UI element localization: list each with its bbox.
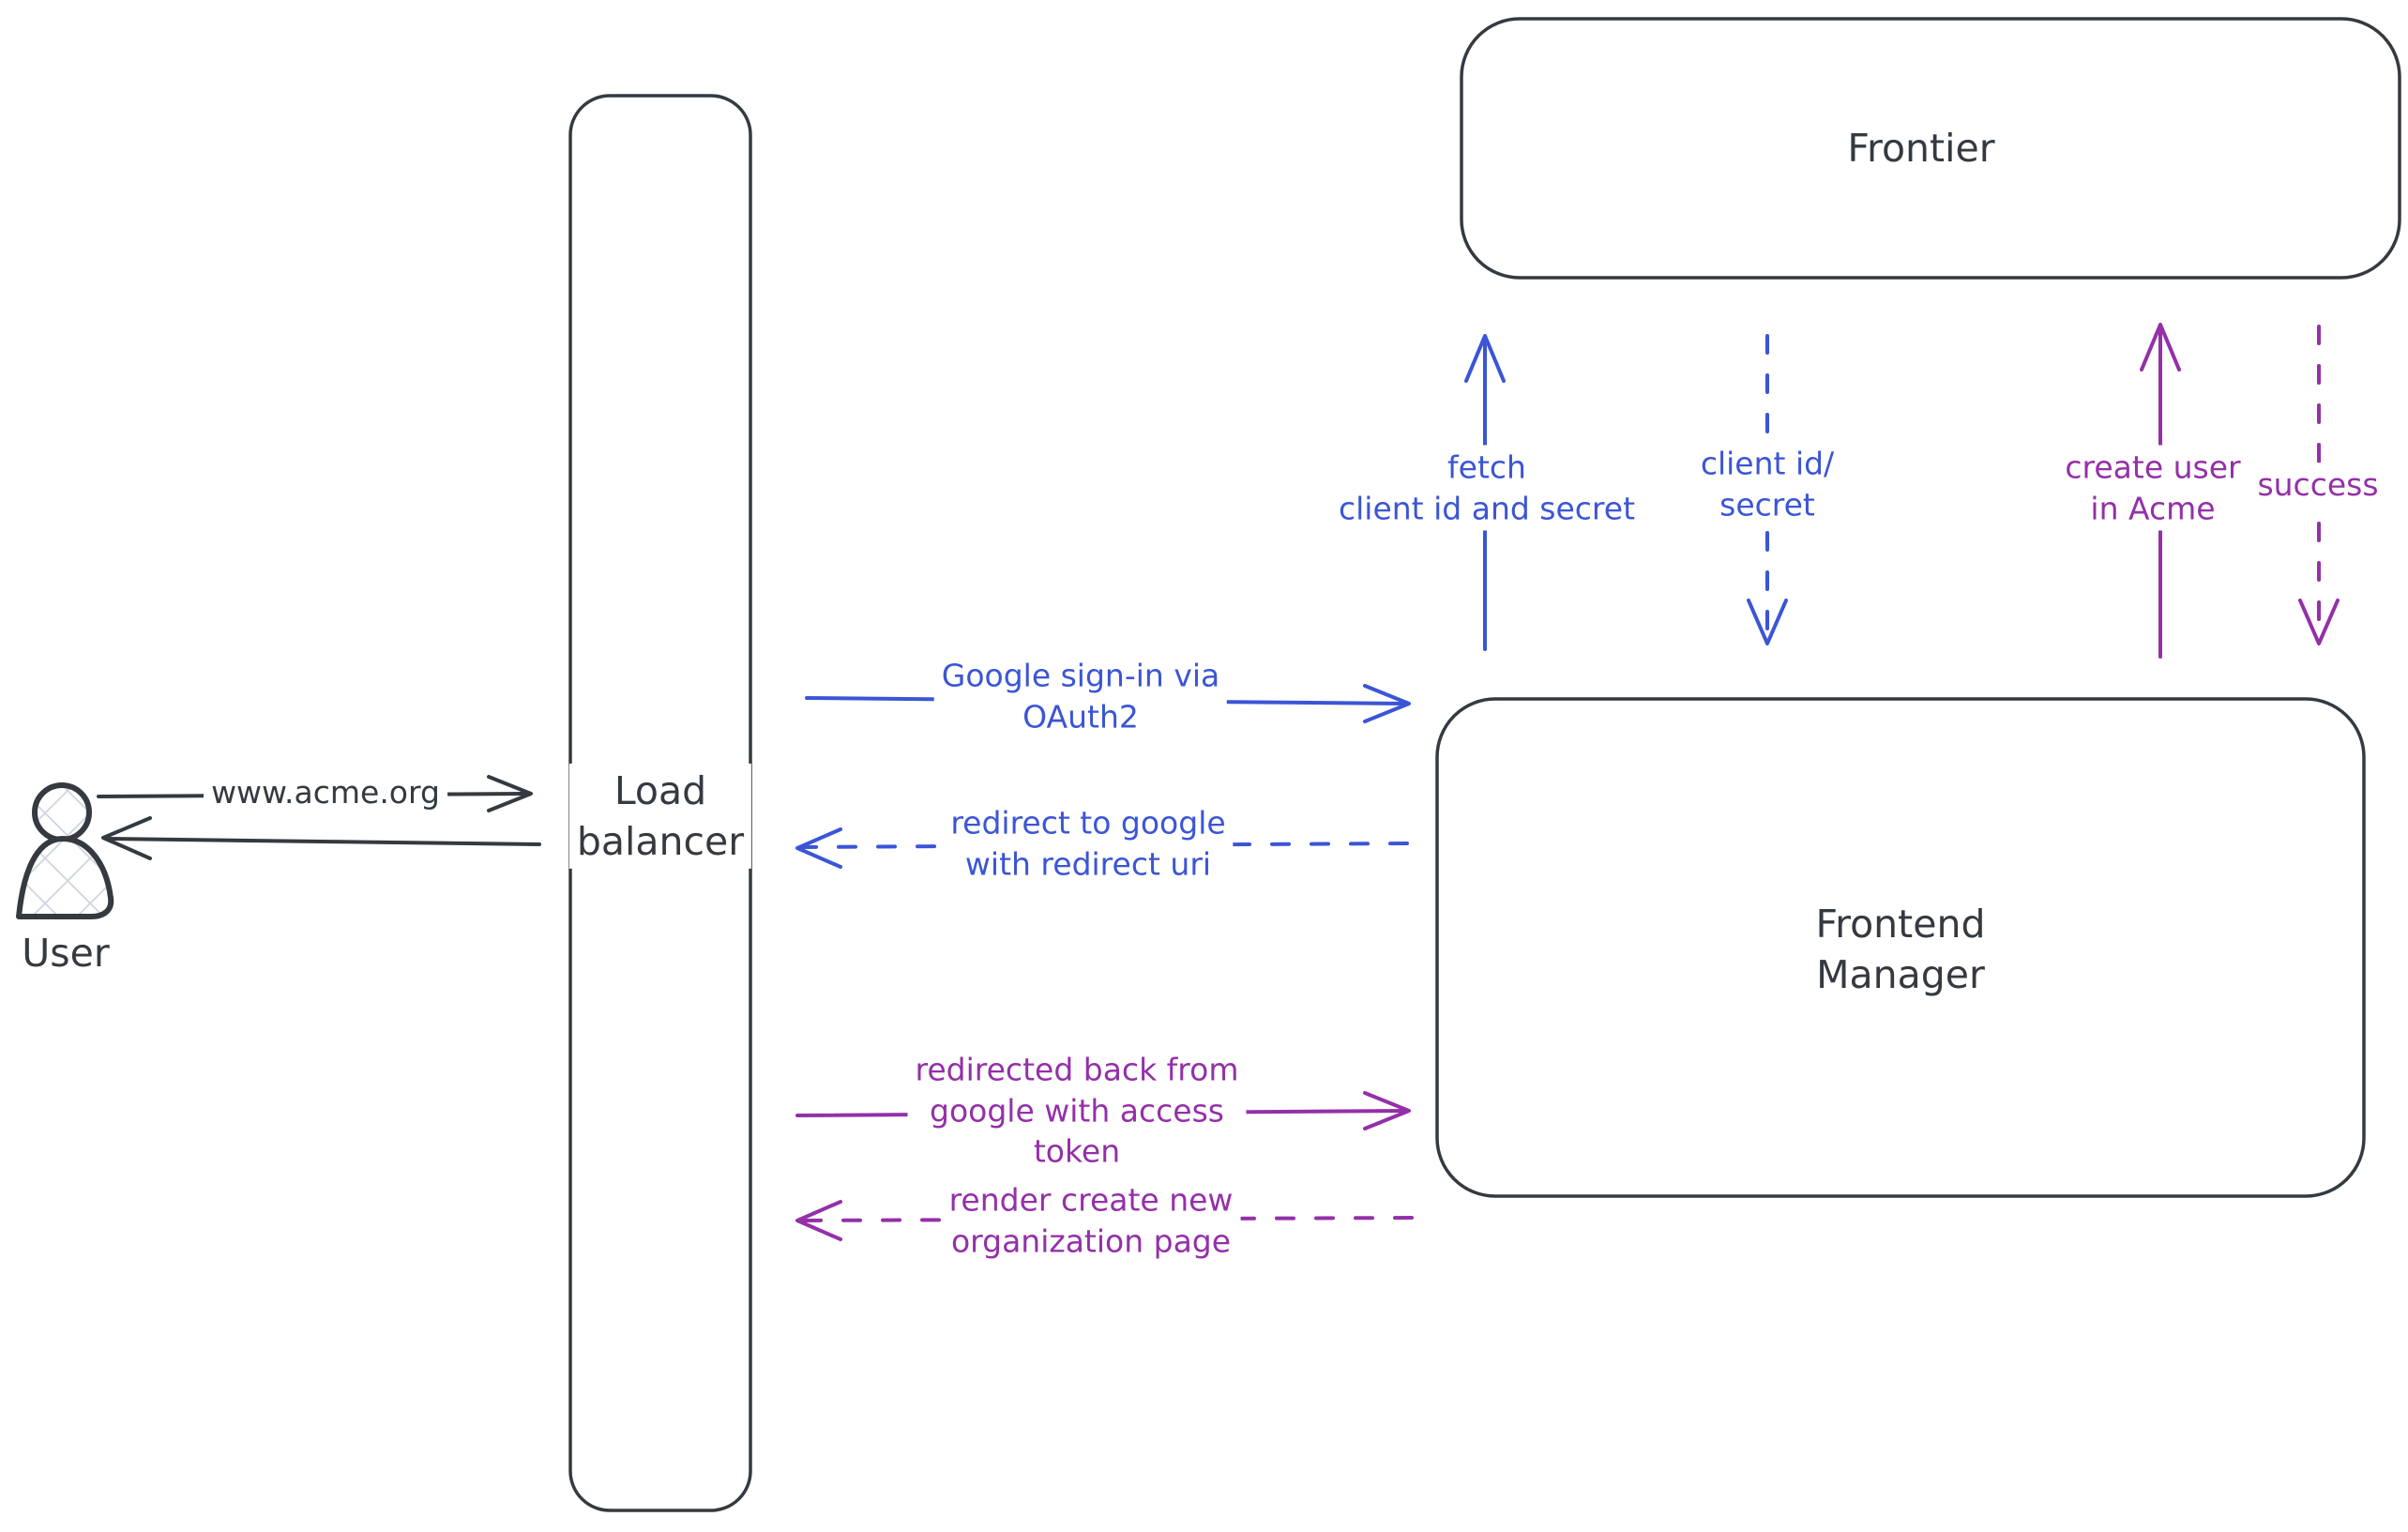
edge-client-id-secret (1747, 334, 1788, 645)
arrowhead-up-icon (1464, 334, 1506, 383)
frontier-label: Frontier (1840, 120, 2003, 176)
edge-www-response (101, 816, 541, 860)
edge-label-google-signin: Google sign-in via OAuth2 (933, 653, 1228, 739)
arrowhead-down-icon (1747, 599, 1788, 645)
edge-label-success: success (2249, 463, 2386, 508)
edge-redirect-google (795, 827, 1409, 869)
edge-label-redirect-google: redirect to google with redirect uri (943, 800, 1234, 887)
arrowhead-right-icon (487, 775, 533, 812)
edge-label-redirected-back: redirected back from google with access … (907, 1047, 1247, 1175)
frontend-manager-label: Frontend Manager (1808, 896, 1993, 1003)
edge-label-client-id-secret: client id/ secret (1692, 441, 1842, 527)
arrowhead-left-icon (795, 1200, 842, 1241)
edge-label-fetch-client: fetch client id and secret (1330, 445, 1643, 531)
arrowhead-right-icon (1363, 1091, 1411, 1130)
edge-label-www-request: www.acme.org (204, 770, 447, 815)
arrowhead-left-icon (101, 816, 152, 860)
arrowhead-up-icon (2140, 323, 2181, 372)
arrowhead-down-icon (2298, 599, 2340, 645)
edge-render-page (795, 1200, 1414, 1241)
arrowhead-left-icon (795, 827, 842, 869)
edge-label-render-page: render create new organization page (941, 1177, 1241, 1264)
user-label: User (14, 925, 117, 981)
user-actor-icon (16, 782, 114, 919)
load-balancer-label: Load balancer (568, 763, 752, 870)
arrowhead-right-icon (1363, 684, 1411, 723)
edge-label-create-user: create user in Acme (2057, 445, 2249, 531)
